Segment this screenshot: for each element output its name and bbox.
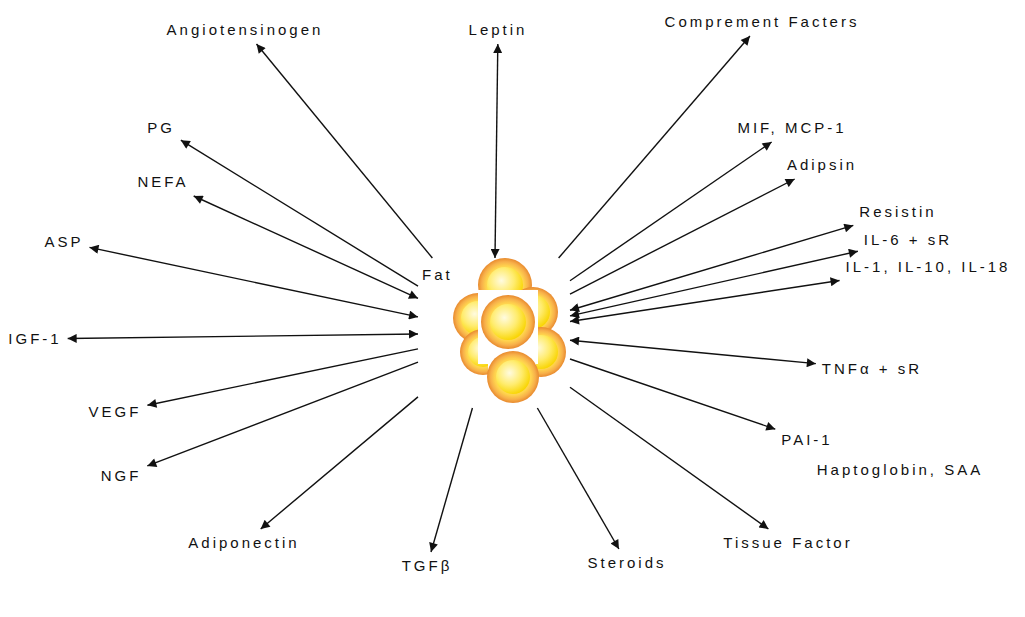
factor-label: IGF-1 — [5, 328, 64, 350]
node-text: IL-6 + sR — [864, 231, 952, 249]
factor-label: Angiotensinogen — [164, 19, 327, 41]
factor-label: Leptin — [466, 19, 531, 41]
node-text: IGF-1 — [8, 330, 61, 348]
factor-label: Tissue Factor — [720, 532, 855, 554]
factor-label: ASP — [41, 231, 86, 253]
node-text: Angiotensinogen — [167, 21, 324, 39]
node-text: IL-1, IL-10, IL-18 — [846, 258, 1011, 276]
arrow-connector — [570, 340, 816, 363]
node-text: Leptin — [469, 21, 528, 39]
arrow-connector — [147, 362, 418, 466]
arrow-connector — [495, 44, 498, 258]
node-text: PG — [147, 119, 175, 137]
factor-label: Adiponectin — [185, 532, 302, 554]
arrow-connector — [559, 36, 750, 258]
factor-label: Comprement Facters — [662, 11, 863, 33]
node-text: TNFα + sR — [822, 360, 922, 378]
node-text: VEGF — [89, 403, 142, 421]
fat-cell — [453, 258, 566, 404]
note-text: Haptoglobin, SAA — [817, 461, 983, 479]
node-text: MIF, MCP-1 — [737, 119, 846, 137]
arrow-connector — [90, 247, 419, 317]
arrow-connector — [570, 387, 768, 529]
factor-label: NEFA — [134, 171, 191, 193]
factor-note: Haptoglobin, SAA — [814, 459, 986, 481]
factor-label: Adipsin — [784, 154, 860, 176]
arrow-connector — [431, 408, 472, 552]
node-text: TGFβ — [402, 557, 453, 575]
factor-label: IL-1, IL-10, IL-18 — [843, 256, 1014, 278]
arrow-connector — [68, 334, 418, 339]
factor-label: VEGF — [86, 401, 145, 423]
arrow-connector — [261, 397, 418, 529]
node-text: ASP — [44, 233, 83, 251]
arrow-connector — [570, 359, 775, 429]
node-text: Adiponectin — [188, 534, 299, 552]
factor-label: IL-6 + sR — [861, 229, 955, 251]
node-text: Comprement Facters — [665, 13, 860, 31]
arrow-connector — [537, 408, 619, 549]
factor-label: NGF — [98, 465, 145, 487]
fat-cell-cluster: Fat — [418, 258, 570, 408]
node-text: NEFA — [137, 173, 188, 191]
factor-label: PG — [144, 117, 178, 139]
factor-label: PAI-1 — [778, 429, 835, 451]
arrow-connector — [570, 280, 840, 321]
factor-label: TNFα + sR — [819, 358, 925, 380]
node-text: Resistin — [859, 203, 936, 221]
node-text: PAI-1 — [781, 431, 832, 449]
node-text: Fat — [422, 266, 570, 284]
node-text: Steroids — [587, 554, 666, 572]
factor-label: MIF, MCP-1 — [734, 117, 849, 139]
arrow-connector — [570, 225, 853, 310]
arrow-connector — [181, 140, 418, 286]
node-text: Adipsin — [787, 156, 857, 174]
arrow-connector — [570, 142, 772, 281]
factor-label: Resistin — [856, 201, 939, 223]
arrow-connector — [194, 196, 418, 298]
factor-label: TGFβ — [399, 555, 456, 577]
node-text: Tissue Factor — [723, 534, 852, 552]
factor-label: Steroids — [584, 552, 669, 574]
node-text: NGF — [101, 467, 142, 485]
arrow-connector — [256, 44, 432, 258]
